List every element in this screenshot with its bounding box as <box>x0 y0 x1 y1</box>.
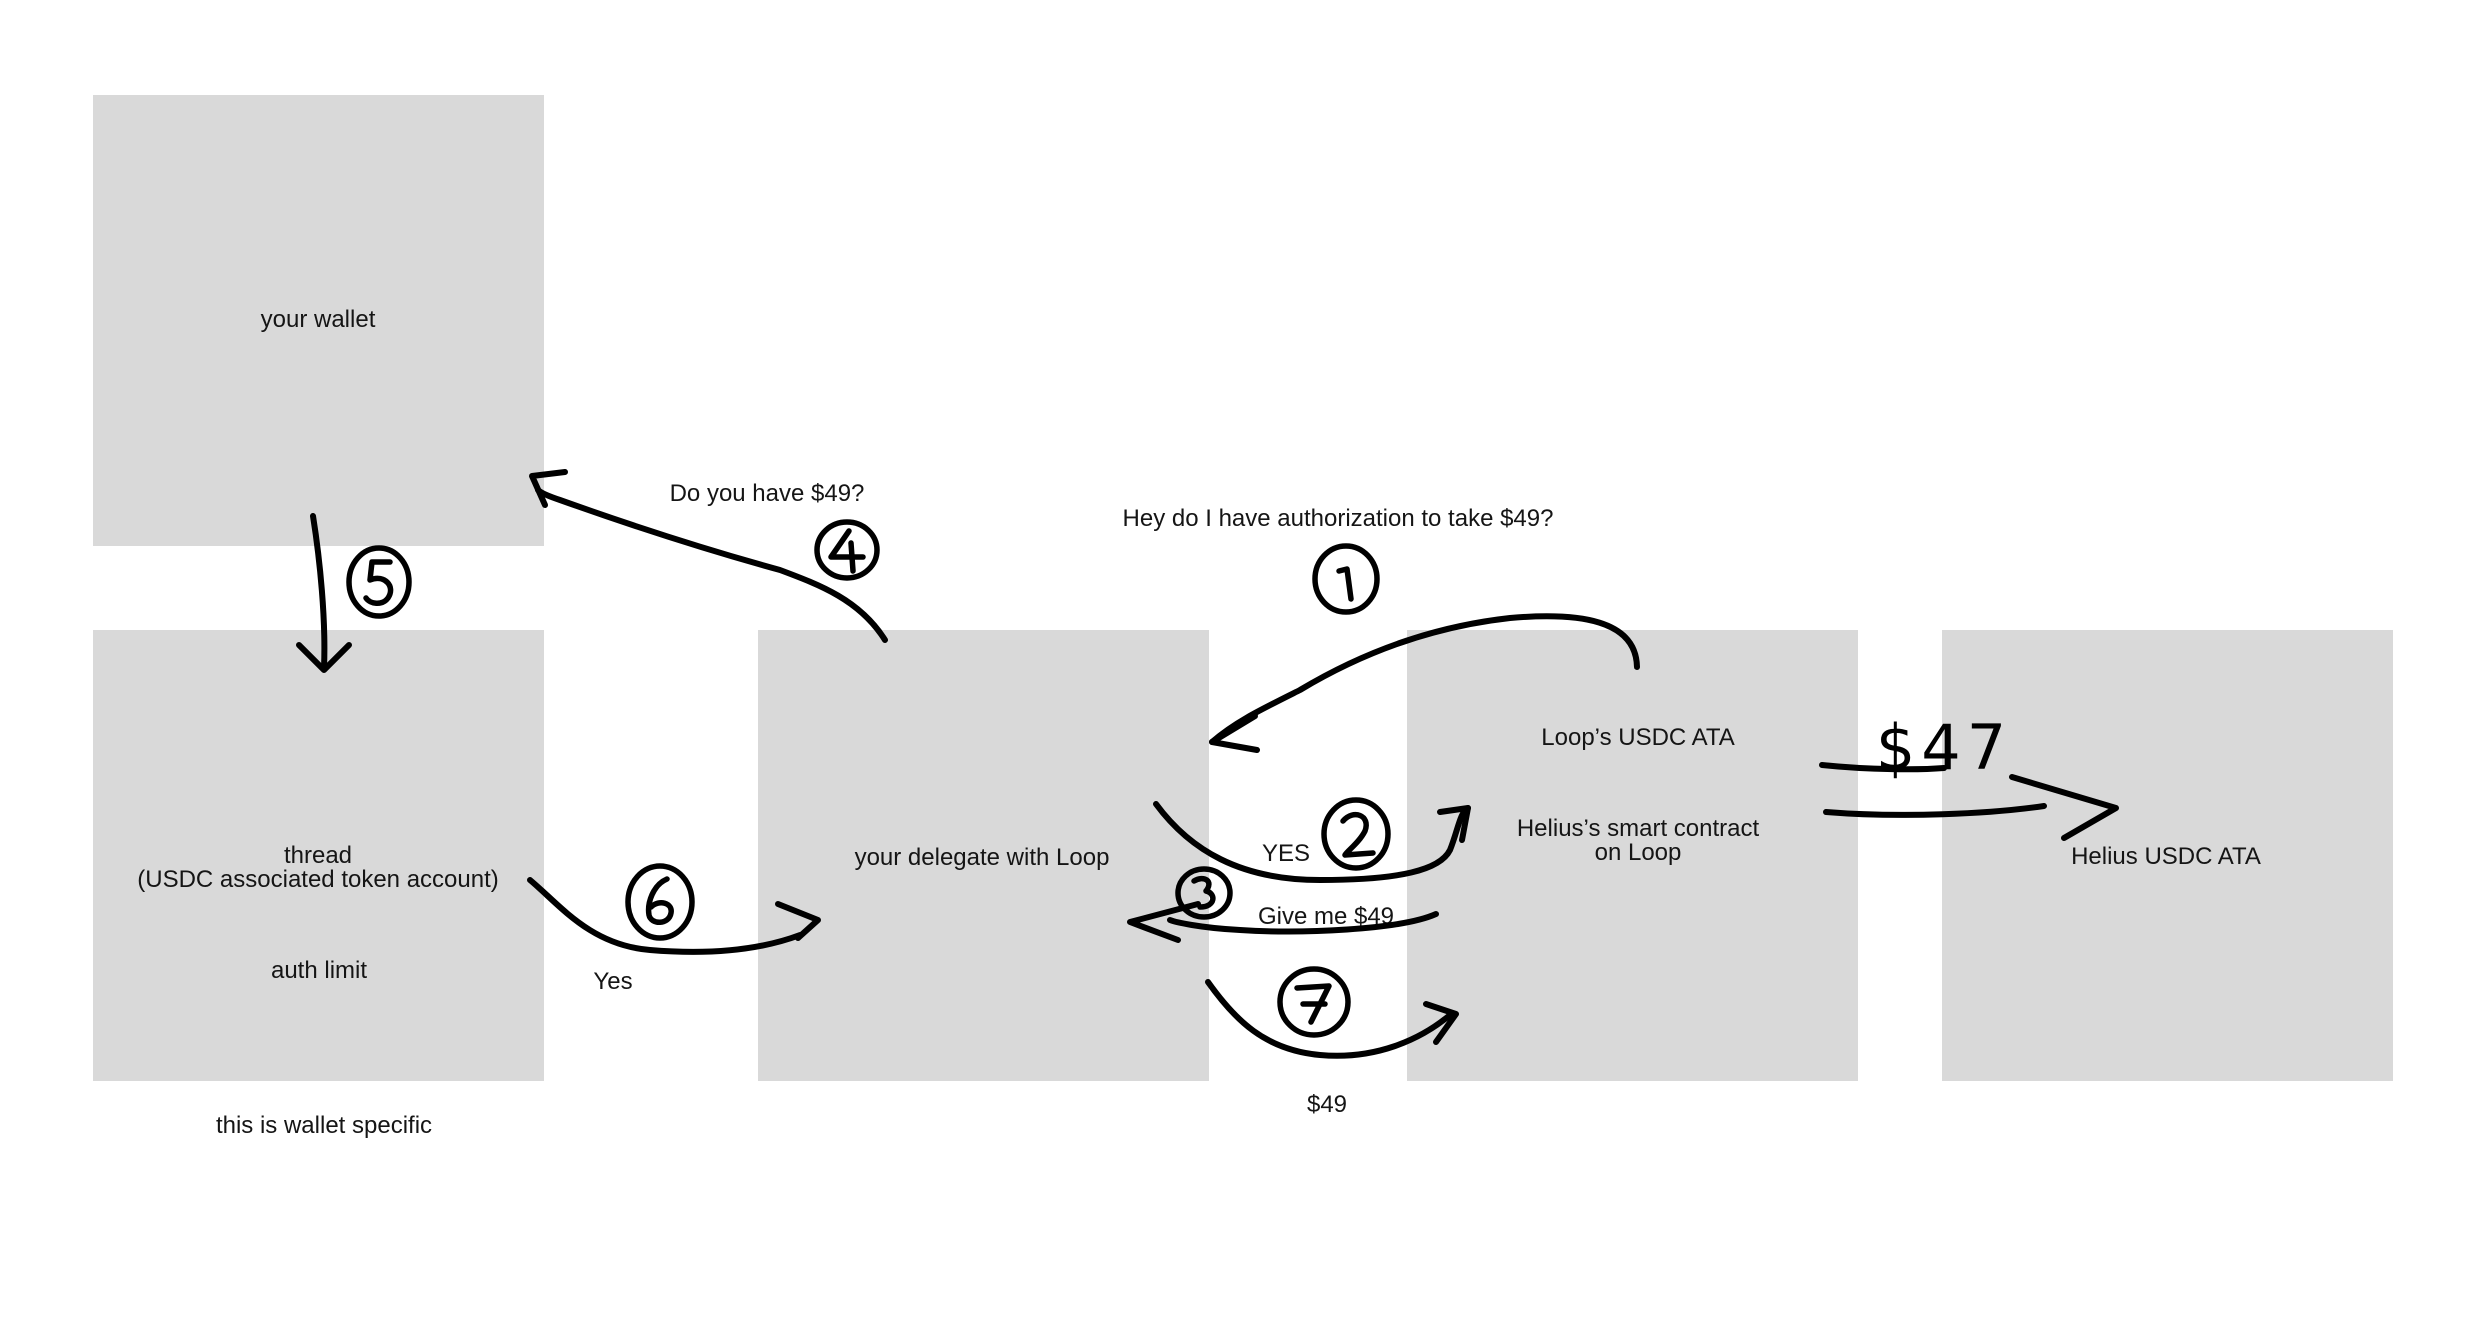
helius-usdc-ata-box <box>1942 630 2393 1081</box>
yes-upper-annotation: YES <box>1261 840 1311 867</box>
delegate-label: your delegate with Loop <box>854 844 1110 871</box>
yes-lower-annotation: Yes <box>593 968 633 995</box>
amount-47-handwritten: $47 <box>1875 711 2013 784</box>
thread-token-account-label: (USDC associated token account) <box>137 866 499 893</box>
arrow-step-1-head <box>1209 713 1260 753</box>
do-you-have-annotation: Do you have $49? <box>669 480 865 507</box>
auth-limit-label: auth limit <box>270 957 368 984</box>
your-wallet-box <box>93 95 544 546</box>
loop-usdc-ata-label: Loop’s USDC ATA <box>1541 724 1735 751</box>
helius-usdc-ata-label: Helius USDC ATA <box>2071 843 2261 870</box>
wallet-specific-annotation: this is wallet specific <box>215 1112 433 1139</box>
on-loop-label: on Loop <box>1594 839 1682 866</box>
wallet-label: your wallet <box>260 306 376 333</box>
thread-box <box>93 630 544 1081</box>
helius-smart-contract-label: Helius’s smart contract <box>1516 815 1760 842</box>
delegate-box <box>758 630 1209 1081</box>
amount-49-annotation: $49 <box>1306 1091 1348 1118</box>
authorization-annotation: Hey do I have authorization to take $49? <box>1122 505 1554 532</box>
thread-label: thread <box>283 842 353 869</box>
give-me-annotation: Give me $49 <box>1257 903 1395 930</box>
